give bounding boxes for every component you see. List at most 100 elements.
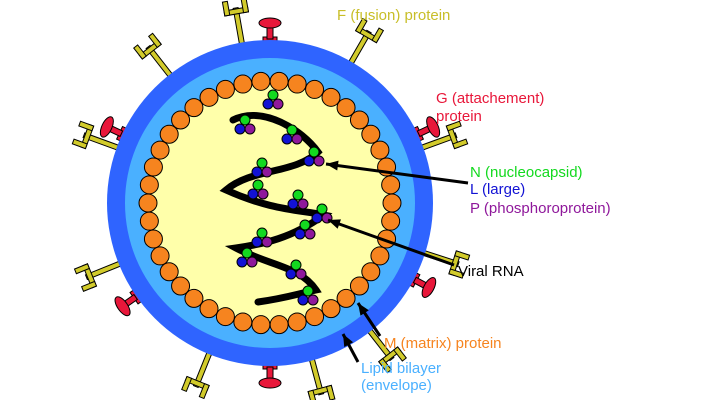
n-protein [239,114,251,126]
matrix-protein [233,312,253,332]
matrix-protein [321,299,341,319]
matrix-protein [233,74,253,94]
p-protein [244,123,256,135]
nlp-arrow [325,162,469,185]
l-protein [236,256,248,268]
matrix-protein [361,124,381,144]
label-l-protein: L (large) [470,181,525,198]
p-protein [261,166,273,178]
l-protein [247,188,259,200]
nlp-complex [251,227,273,248]
matrix-protein [184,288,204,308]
matrix-protein [336,98,356,118]
nlp-complex [234,114,256,135]
matrix-protein [287,312,307,332]
nlp-complex [297,285,319,306]
l-protein [251,236,263,248]
n-protein [302,285,314,297]
nlp-complex [311,203,333,224]
nlp-complex [236,247,258,268]
l-protein [297,294,309,306]
matrix-protein [139,175,159,195]
label-viral-rna: Viral RNA [458,263,524,280]
n-protein [252,179,264,191]
lipid-bilayer-arrow-head [343,334,354,347]
matrix-protein-layer [138,71,402,335]
l-protein [287,198,299,210]
label-lipid-line2: (envelope) [361,377,432,394]
matrix-protein [251,315,271,335]
matrix-protein [381,211,401,231]
matrix-protein [305,307,325,327]
matrix-protein [143,157,163,177]
viral-rna-arrow-head [328,219,341,229]
label-arrows [325,160,469,363]
matrix-protein [287,74,307,94]
label-m-protein: M (matrix) protein [384,335,502,352]
nlp-complex [303,146,325,167]
matrix-protein [382,193,402,213]
n-protein [241,247,253,259]
label-n-protein: N (nucleocapsid) [470,164,583,181]
n-protein [286,124,298,136]
matrix-protein [305,79,325,99]
matrix-protein [361,262,381,282]
matrix-protein [171,110,191,130]
matrix-protein [159,262,179,282]
nlp-complex [287,189,309,210]
label-p-protein: P (phosphoroprotein) [470,200,611,217]
l-protein [294,228,306,240]
m-protein-arrow-head [358,303,369,316]
matrix-protein [184,98,204,118]
l-protein [285,268,297,280]
matrix-protein [381,175,401,195]
l-protein [262,98,274,110]
p-protein [304,228,316,240]
matrix-protein [215,307,235,327]
nlp-complex [281,124,303,145]
matrix-protein [150,246,170,266]
nucleocapsid-complexes [234,89,333,306]
n-protein [308,146,320,158]
l-protein [311,212,323,224]
matrix-protein [199,299,219,319]
viral-rna-arrow [327,218,455,267]
matrix-protein [269,315,289,335]
matrix-protein [199,87,219,107]
p-protein [297,198,309,210]
nlp-arrow-head [326,160,339,171]
matrix-protein [370,246,390,266]
n-protein [316,203,328,215]
nlp-complex [251,157,273,178]
l-protein [281,133,293,145]
p-protein [313,155,325,167]
matrix-protein [349,110,369,130]
n-protein [267,89,279,101]
nlp-complex [294,219,316,240]
l-protein [251,166,263,178]
label-g-protein-line2: protein [436,108,482,125]
nlp-complex [285,259,307,280]
label-f-protein: F (fusion) protein [337,7,450,24]
l-protein [234,123,246,135]
matrix-protein [251,71,271,91]
matrix-protein [269,71,289,91]
matrix-protein [336,288,356,308]
matrix-protein [321,87,341,107]
label-g-protein-line1: G (attachement) [436,90,544,107]
p-protein [307,294,319,306]
matrix-protein [171,276,191,296]
matrix-protein [159,124,179,144]
matrix-protein [143,229,163,249]
matrix-protein [349,276,369,296]
l-protein [303,155,315,167]
n-protein [292,189,304,201]
n-protein [299,219,311,231]
nlp-complex [247,179,269,200]
matrix-protein [370,140,390,160]
n-protein [256,227,268,239]
p-protein [272,98,284,110]
p-protein [295,268,307,280]
matrix-protein [215,79,235,99]
